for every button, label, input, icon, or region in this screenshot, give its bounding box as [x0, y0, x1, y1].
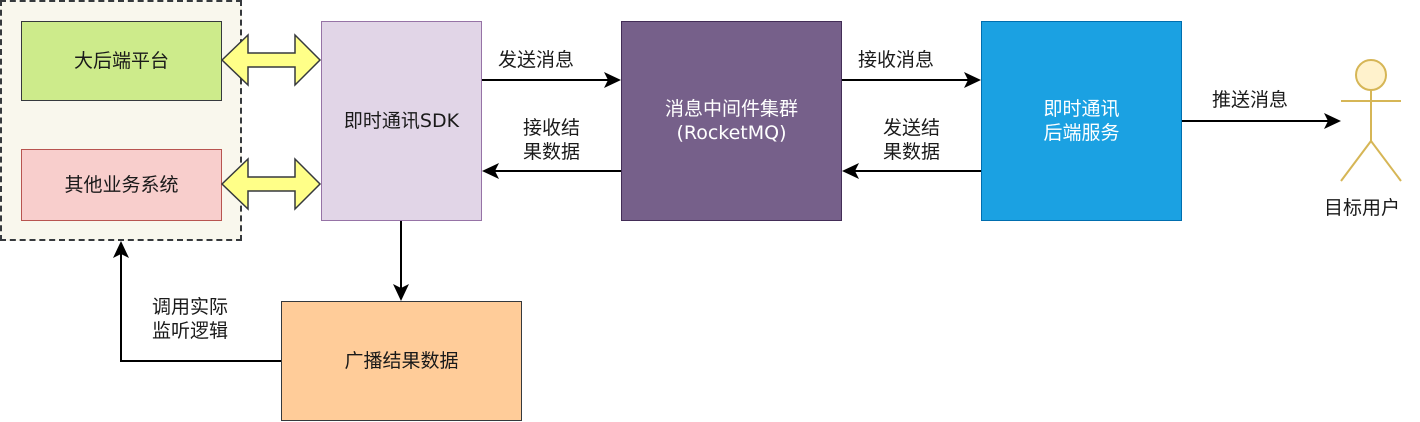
bidirectional-arrow-platform-sdk — [220, 33, 322, 87]
node-other-business-systems[interactable]: 其他业务系统 — [21, 149, 222, 221]
actor-user-icon[interactable] — [1340, 59, 1402, 182]
arrowhead-sdk-to-mq — [604, 72, 621, 88]
arrowhead-mq-to-sdk — [482, 163, 499, 179]
arrowhead-backend-to-mq — [842, 163, 859, 179]
edge-label-send-message: 发送消息 — [498, 49, 575, 71]
edge-broadcast-to-group — [120, 254, 281, 362]
node-label-line1: 即时通讯 — [1043, 98, 1120, 120]
edge-label-send-result: 发送结 果数据 — [883, 116, 940, 164]
node-label: 大后端平台 — [73, 50, 169, 72]
node-broadcast-result-data[interactable]: 广播结果数据 — [281, 301, 522, 421]
node-big-backend-platform[interactable]: 大后端平台 — [21, 21, 222, 101]
edge-label-line1: 发送结 — [883, 117, 941, 139]
actor-label: 目标用户 — [1324, 197, 1401, 219]
edge-label-line2: 果数据 — [883, 141, 941, 163]
edge-label-line1: 接收结 — [523, 117, 581, 139]
node-label-line1: 消息中间件集群 — [664, 98, 798, 120]
node-message-queue-cluster[interactable]: 消息中间件集群 (RocketMQ) — [621, 21, 842, 221]
edge-label-receive-message: 接收消息 — [858, 49, 935, 71]
arrowhead-sdk-to-broadcast — [393, 284, 409, 301]
edge-label-line1: 调用实际 — [152, 296, 229, 318]
arrowhead-mq-to-backend — [964, 72, 981, 88]
node-label: 广播结果数据 — [344, 350, 459, 372]
node-label-line2: 后端服务 — [1043, 122, 1120, 144]
node-im-sdk[interactable]: 即时通讯SDK — [321, 21, 482, 221]
node-label: 即时通讯SDK — [343, 110, 460, 132]
bidirectional-arrow-other-sdk — [220, 157, 322, 211]
node-label-line2: (RocketMQ) — [676, 122, 787, 144]
edge-label-line2: 监听逻辑 — [152, 320, 229, 342]
edge-label-receive-result: 接收结 果数据 — [523, 116, 580, 164]
node-im-backend-service[interactable]: 即时通讯 后端服务 — [981, 21, 1182, 221]
edge-label-invoke-listener: 调用实际 监听逻辑 — [152, 295, 228, 343]
edge-label-push-message: 推送消息 — [1212, 89, 1289, 111]
edge-label-line2: 果数据 — [523, 141, 581, 163]
node-label: 其他业务系统 — [64, 174, 179, 196]
arrowhead-broadcast-to-group — [113, 241, 129, 258]
arrowhead-backend-to-actor — [1324, 113, 1341, 129]
